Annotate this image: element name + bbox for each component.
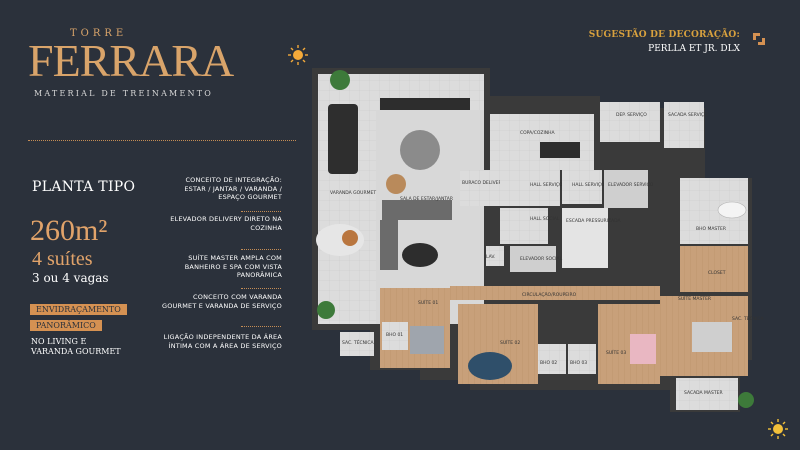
sac-tecnica bbox=[340, 332, 374, 356]
dep-servico bbox=[600, 102, 660, 142]
plant bbox=[330, 70, 350, 90]
bho-02 bbox=[538, 344, 566, 374]
plant bbox=[317, 301, 335, 319]
circulacao bbox=[450, 286, 660, 300]
decor-title: SUGESTÃO DE DECORAÇÃO: bbox=[588, 30, 740, 40]
plan-title: PLANTA TIPO bbox=[32, 179, 136, 195]
room-label-elevador-social: ELEVADOR SOCIAL bbox=[520, 256, 563, 262]
buraco-delivery bbox=[460, 170, 500, 206]
sofa bbox=[380, 220, 398, 270]
bed-master bbox=[692, 322, 732, 352]
divider bbox=[241, 249, 281, 250]
plant bbox=[738, 392, 754, 408]
feature-master-suite: SUÍTE MASTER AMPLA COM BANHEIRO E SPA CO… bbox=[184, 254, 282, 279]
closet bbox=[680, 246, 748, 292]
floor-plan: VARANDA GOURMET SALA DE ESTAR/JANTAR COP… bbox=[312, 68, 765, 412]
feature-varanda: CONCEITO COM VARANDA GOURMET E VARANDA D… bbox=[162, 293, 282, 310]
divider bbox=[241, 326, 281, 327]
room-label-suite-master: SUÍTE MASTER bbox=[678, 295, 711, 302]
bathtub bbox=[717, 201, 747, 219]
feature-service-link: LIGAÇÃO INDEPENDENTE DA ÁREA ÍNTIMA COM … bbox=[163, 333, 282, 350]
hall-servico bbox=[500, 170, 560, 206]
bed-03 bbox=[630, 334, 656, 364]
bho-03 bbox=[568, 344, 596, 374]
room-label-sac-tecnica-1: SAC. TÉCNICA bbox=[342, 338, 375, 346]
feature-integration: CONCEITO DE INTEGRAÇÃO: ESTAR / JANTAR /… bbox=[184, 176, 282, 201]
tag-note: NO LIVING E VARANDA GOURMET bbox=[31, 337, 121, 356]
feature-elevator: ELEVADOR DELIVERY DIRETO NA COZINHA bbox=[170, 215, 282, 232]
tag-envidracamento: ENVIDRAÇAMENTO bbox=[30, 304, 127, 315]
room-label-hall-servico-2: HALL SERVIÇO bbox=[572, 182, 605, 188]
room-label-suite02: SUÍTE 02 bbox=[500, 339, 520, 346]
room-label-escada: ESCADA PRESSURIZADA bbox=[566, 218, 622, 224]
plan-vagas: 3 ou 4 vagas bbox=[32, 271, 109, 285]
sun-icon bbox=[288, 45, 308, 65]
divider bbox=[241, 288, 281, 289]
room-label-sacada-servico: SACADA SERVIÇO bbox=[668, 112, 708, 118]
coffee-table bbox=[402, 243, 438, 267]
room-label-bho01: BHO 01 bbox=[386, 332, 403, 338]
room-label-varanda: VARANDA GOURMET bbox=[330, 190, 376, 196]
decor-name: PERLLA ET JR. DLX bbox=[648, 44, 740, 54]
room-label-bho02: BHO 02 bbox=[540, 360, 557, 366]
room-label-sala: SALA DE ESTAR/JANTAR bbox=[400, 196, 453, 202]
room-label-sac-tecnica: SAC. TÉCNICA bbox=[732, 314, 765, 322]
plan-suites: 4 suítes bbox=[32, 248, 93, 270]
room-label-dep: DEP. SERVIÇO bbox=[616, 112, 647, 118]
room-label-circulacao: CIRCULAÇÃO/ROUPEIRO bbox=[522, 291, 577, 298]
brand-subtitle: MATERIAL DE TREINAMENTO bbox=[34, 89, 213, 98]
bho-01 bbox=[382, 322, 408, 350]
room-label-bho03: BHO 03 bbox=[570, 360, 587, 366]
sacada-master bbox=[676, 378, 738, 410]
elevador-servico bbox=[604, 170, 648, 208]
company-logo-icon bbox=[753, 33, 765, 45]
lavabo bbox=[486, 246, 504, 266]
round-table bbox=[400, 130, 440, 170]
room-label-hall-servico: HALL SERVIÇO bbox=[530, 182, 563, 188]
elevador-social bbox=[510, 246, 556, 272]
room-label-hall-social: HALL SOCIAL bbox=[530, 216, 560, 222]
sacada-servico bbox=[664, 102, 704, 148]
room-label-elevador-servico: ELEVADOR SERVIÇO bbox=[608, 182, 654, 188]
sun-icon bbox=[768, 419, 788, 439]
room-label-lav: LAV. bbox=[486, 254, 495, 260]
kitchen-island bbox=[540, 142, 580, 158]
rug bbox=[468, 352, 512, 380]
divider bbox=[28, 140, 296, 141]
room-label-bho-master: BHO MASTER bbox=[696, 226, 726, 232]
room-label-suite01: SUÍTE 01 bbox=[418, 299, 438, 306]
hall-servico-2 bbox=[562, 170, 602, 204]
sofa bbox=[382, 200, 452, 220]
dining-table bbox=[328, 104, 358, 174]
tag-panoramico: PANORÂMICO bbox=[30, 320, 102, 331]
brand-logo: FERRARA bbox=[28, 35, 234, 86]
kitchen-counter bbox=[380, 98, 470, 110]
room-label-closet: CLOSET bbox=[708, 270, 726, 276]
side-table bbox=[342, 230, 358, 246]
divider bbox=[241, 211, 281, 212]
room-label-copa: COPA/COZINHA bbox=[520, 130, 556, 136]
bed-01 bbox=[410, 326, 444, 354]
chair bbox=[386, 174, 406, 194]
hall-social bbox=[500, 208, 548, 244]
room-label-sacada-master: SACADA MASTER bbox=[684, 390, 723, 396]
room-label-buraco: BURACO DELIVERY bbox=[462, 180, 504, 186]
brand-top-label: TORRE bbox=[70, 28, 128, 39]
plan-area: 260m² bbox=[30, 214, 108, 247]
room-label-suite03: SUÍTE 03 bbox=[606, 349, 626, 356]
escada-pressurizada bbox=[562, 208, 608, 268]
